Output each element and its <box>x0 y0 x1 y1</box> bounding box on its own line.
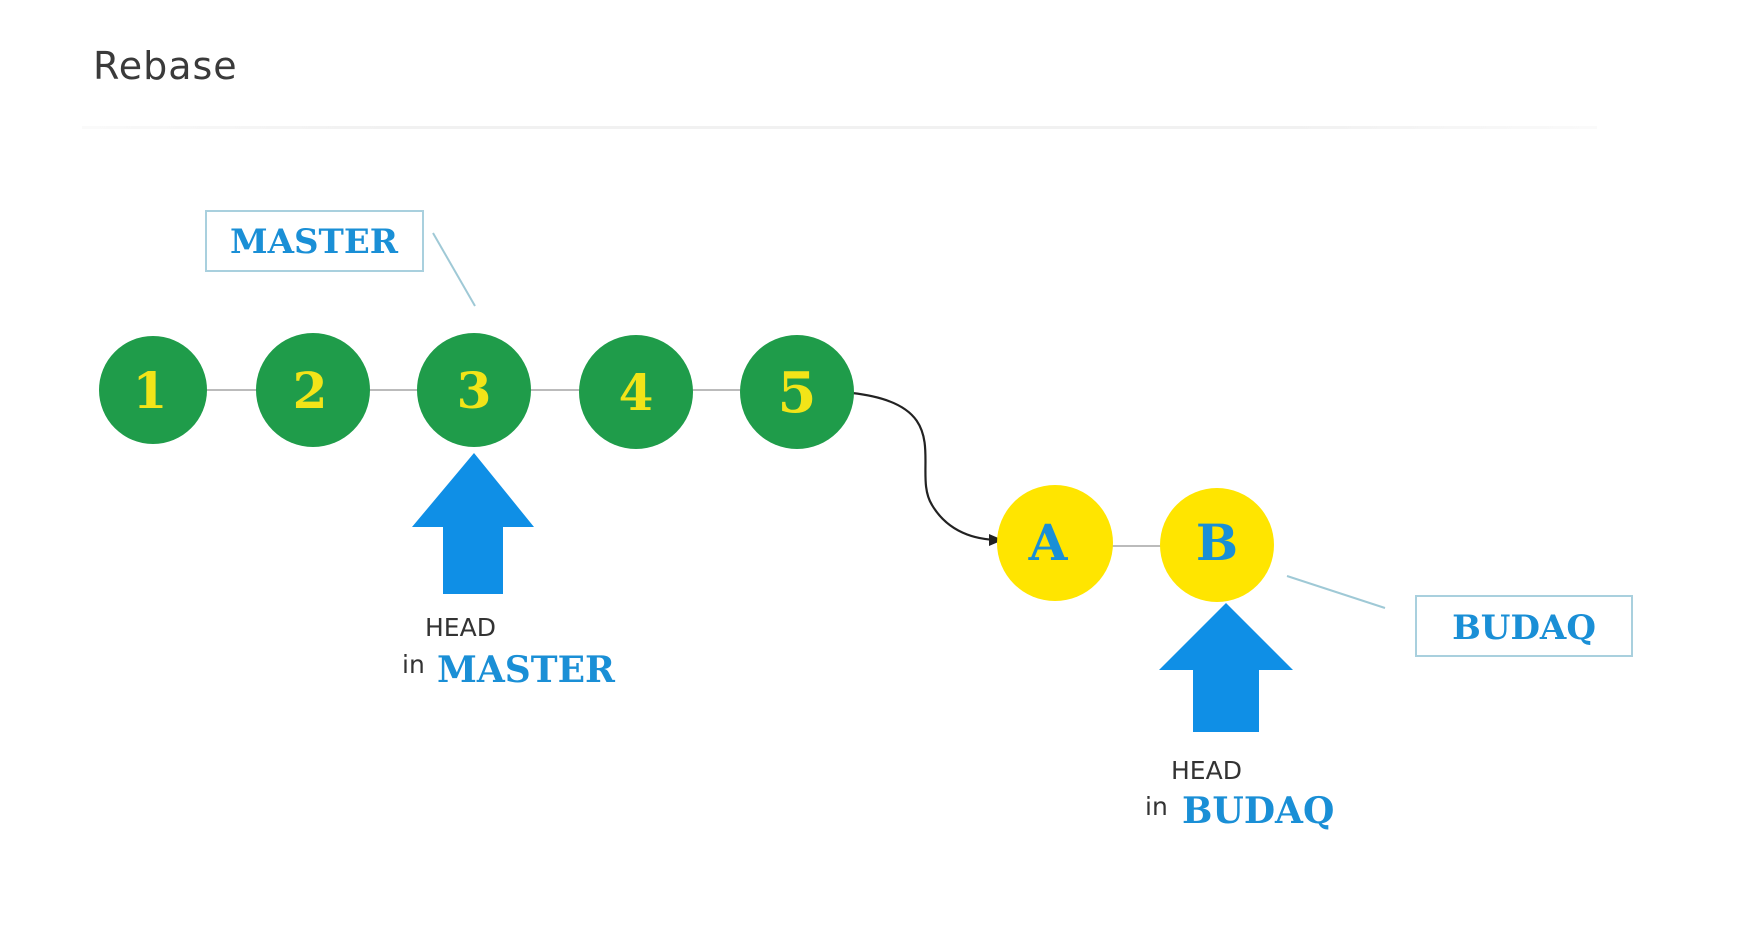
commit-circle <box>1160 488 1274 602</box>
commit-circle <box>740 335 854 449</box>
head-in-budaq-caption: HEAD in BUDAQ <box>1145 756 1334 832</box>
head-in-master-caption: HEAD in MASTER <box>402 613 616 691</box>
head-label: HEAD <box>1171 756 1242 785</box>
budaq-branch-label: BUDAQ <box>1286 575 1633 657</box>
commit-circle <box>417 333 531 447</box>
commit-5: 5 <box>740 335 854 449</box>
head-branch-name: MASTER <box>437 649 616 691</box>
master-branch-label: MASTER <box>205 210 476 307</box>
commit-label: 5 <box>778 360 817 426</box>
slide-title: Rebase <box>93 44 238 88</box>
commit-2: 2 <box>256 333 370 447</box>
commit-label: 1 <box>133 361 168 420</box>
callout-line <box>1286 575 1386 609</box>
commit-label: 4 <box>619 363 654 422</box>
commit-1: 1 <box>99 336 207 444</box>
title-divider <box>82 126 1597 129</box>
head-up-arrow-icon <box>1159 603 1293 732</box>
head-branch-name: BUDAQ <box>1182 790 1334 832</box>
commit-label: 2 <box>293 361 328 420</box>
commit-label: A <box>1028 513 1069 572</box>
branch-label-box <box>1415 595 1633 657</box>
branch-label-text: MASTER <box>230 222 399 262</box>
commit-circle <box>579 335 693 449</box>
branch-label-text: BUDAQ <box>1452 608 1596 648</box>
head-up-arrow-icon <box>412 453 534 594</box>
commit-a: A <box>997 485 1113 601</box>
commit-circle <box>997 485 1113 601</box>
commit-4: 4 <box>579 335 693 449</box>
in-label: in <box>402 650 425 679</box>
rebase-arrow-icon <box>851 391 1003 546</box>
commit-circle <box>99 336 207 444</box>
commit-circle <box>256 333 370 447</box>
callout-line <box>432 232 476 307</box>
branch-label-box <box>205 210 424 272</box>
head-label: HEAD <box>425 613 496 642</box>
commit-label: B <box>1196 513 1238 572</box>
in-label: in <box>1145 792 1168 821</box>
commit-3: 3 <box>417 333 531 447</box>
commit-b: B <box>1160 488 1274 602</box>
commit-label: 3 <box>457 361 492 420</box>
